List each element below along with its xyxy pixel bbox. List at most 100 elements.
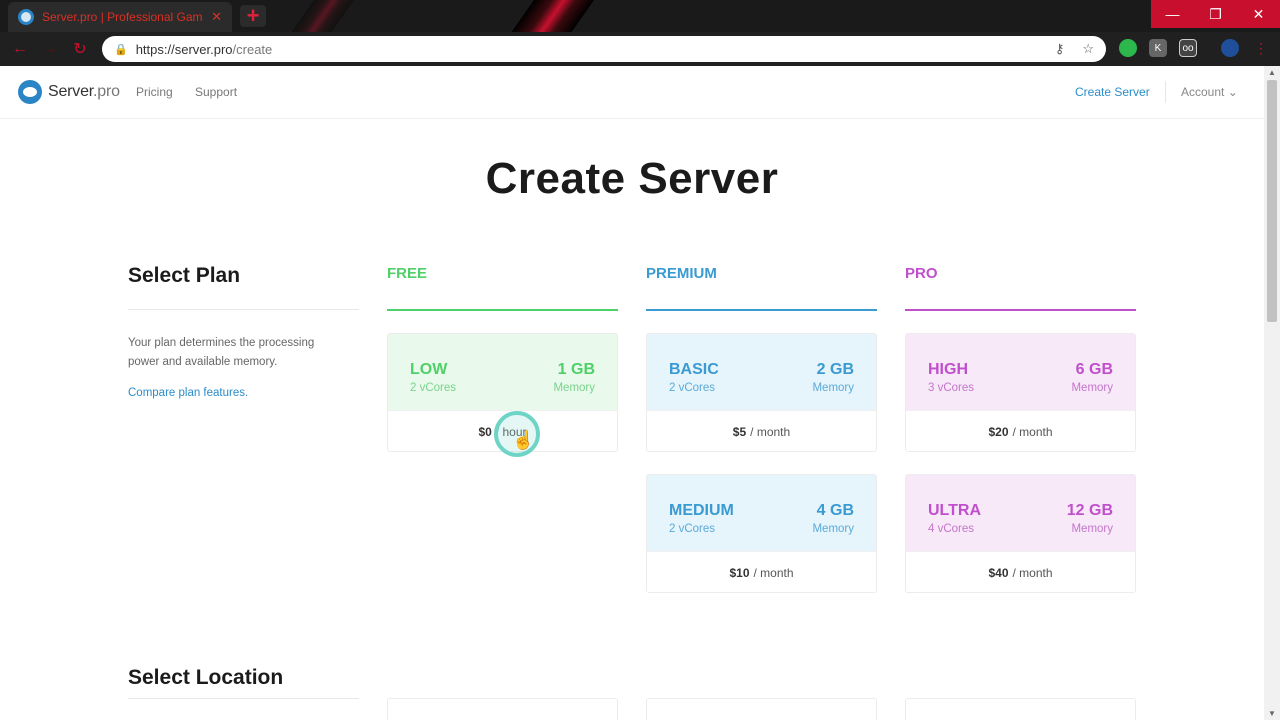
reload-icon[interactable]: ↻ — [73, 41, 87, 58]
page-viewport: Server.pro Pricing Support Create Server… — [0, 66, 1264, 720]
forward-arrow-icon[interactable]: → — [42, 40, 58, 57]
star-icon[interactable]: ☆ — [1082, 41, 1094, 56]
plan-cores: 4 vCores — [928, 523, 975, 535]
click-highlight — [494, 411, 540, 457]
browser-tab[interactable]: Server.pro | Professional Game S ✕ — [8, 2, 232, 32]
plan-price-period: / month — [1012, 424, 1053, 439]
plan-name: LOW — [410, 361, 448, 378]
serverpro-logo-icon — [18, 80, 42, 104]
logo-suffix: .pro — [93, 83, 120, 100]
plan-memory-label: Memory — [812, 382, 854, 394]
scroll-up-icon[interactable]: ▲ — [1268, 68, 1276, 77]
key-icon[interactable]: ⚷ — [1054, 41, 1065, 56]
tier-premium-rule — [646, 309, 877, 311]
plan-memory-label: Memory — [553, 382, 595, 394]
logo-text: Server.pro — [48, 83, 120, 101]
lock-icon: 🔒 — [114, 43, 128, 56]
new-tab-button[interactable]: + — [240, 3, 266, 28]
plan-card-header: LOW 2 vCores 1 GB Memory — [388, 334, 617, 410]
page-title: Create Server — [485, 154, 779, 203]
plan-price: $40/ month — [906, 551, 1135, 592]
plan-price-amount: $5 — [732, 424, 747, 439]
section-divider — [128, 309, 359, 310]
plan-card-header: HIGH 3 vCores 6 GB Memory — [906, 334, 1135, 410]
plan-memory-label: Memory — [1071, 523, 1113, 535]
location-card[interactable] — [387, 698, 618, 720]
tab-close-icon[interactable]: ✕ — [211, 9, 222, 24]
url-text[interactable]: https://server.pro/create — [136, 42, 273, 57]
plan-card-low[interactable]: LOW 2 vCores 1 GB Memory $0/ hour — [387, 333, 618, 452]
wallpaper-streak — [278, 0, 362, 32]
plan-price-period: / month — [1012, 565, 1053, 580]
plan-memory-label: Memory — [812, 523, 854, 535]
plan-price-amount: $20 — [988, 424, 1009, 439]
location-card[interactable] — [905, 698, 1136, 720]
plan-memory: 2 GB — [816, 361, 854, 378]
select-plan-title: Select Plan — [128, 264, 241, 287]
plan-cores: 2 vCores — [410, 382, 457, 394]
plan-name: ULTRA — [928, 502, 982, 519]
plan-card-ultra[interactable]: ULTRA 4 vCores 12 GB Memory $40/ month — [905, 474, 1136, 593]
compare-plans-link[interactable]: Compare plan features. — [128, 387, 249, 399]
plan-price: $5/ month — [647, 410, 876, 451]
scroll-down-icon[interactable]: ▼ — [1268, 709, 1276, 718]
plan-memory: 4 GB — [816, 502, 854, 519]
serverpro-favicon-icon — [18, 9, 34, 25]
plan-card-medium[interactable]: MEDIUM 2 vCores 4 GB Memory $10/ month — [646, 474, 877, 593]
tab-title: Server.pro | Professional Game S — [42, 10, 204, 24]
header-divider — [1165, 81, 1166, 103]
select-location-title: Select Location — [128, 666, 284, 689]
tier-pro-label: PRO — [905, 265, 938, 282]
plan-name: HIGH — [928, 361, 968, 378]
extension-goggles-icon[interactable]: oo — [1179, 39, 1197, 57]
plan-name: BASIC — [669, 361, 719, 378]
tier-free-rule — [387, 309, 618, 311]
plan-price-amount: $0 — [478, 424, 492, 439]
back-arrow-icon[interactable]: ← — [12, 40, 28, 57]
plan-memory: 1 GB — [557, 361, 595, 378]
plan-price-period: / month — [750, 424, 791, 439]
plan-price-period: / month — [753, 565, 794, 580]
plan-memory-label: Memory — [1071, 382, 1113, 394]
restore-button[interactable]: ❐ — [1194, 0, 1237, 28]
extension-green-icon[interactable] — [1119, 39, 1137, 57]
nav-pricing[interactable]: Pricing — [136, 85, 173, 99]
plan-memory: 6 GB — [1075, 361, 1113, 378]
menu-dots-icon[interactable]: ⋮ — [1254, 39, 1268, 56]
nav-create-server[interactable]: Create Server — [1075, 85, 1150, 99]
plan-card-basic[interactable]: BASIC 2 vCores 2 GB Memory $5/ month — [646, 333, 877, 452]
location-card[interactable] — [646, 698, 877, 720]
hand-cursor-icon: ☝ — [512, 430, 535, 450]
browser-titlebar: Server.pro | Professional Game S ✕ + — ❐… — [0, 0, 1280, 32]
plan-price: $10/ month — [647, 551, 876, 592]
nav-support[interactable]: Support — [195, 85, 238, 99]
plan-memory: 12 GB — [1066, 502, 1113, 519]
plan-name: MEDIUM — [669, 502, 734, 519]
section-divider — [128, 698, 359, 699]
window-controls: — ❐ ✕ — [1151, 0, 1280, 28]
plan-card-high[interactable]: HIGH 3 vCores 6 GB Memory $20/ month — [905, 333, 1136, 452]
page-scrollbar[interactable]: ▲ ▼ — [1264, 66, 1280, 720]
tier-free-label: FREE — [387, 265, 428, 282]
extension-k-icon[interactable]: K — [1149, 39, 1167, 57]
plan-card-header: MEDIUM 2 vCores 4 GB Memory — [647, 475, 876, 551]
plan-cores: 3 vCores — [928, 382, 975, 394]
plan-price: $20/ month — [906, 410, 1135, 451]
plan-cores: 2 vCores — [669, 523, 716, 535]
minimize-button[interactable]: — — [1151, 0, 1194, 28]
account-menu[interactable]: Account ⌄ — [1181, 85, 1238, 99]
logo-main: Server — [48, 83, 94, 100]
scrollbar-thumb[interactable] — [1267, 80, 1277, 322]
wallpaper-streak — [498, 0, 602, 32]
browser-toolbar: ← → ↻ 🔒 https://server.pro/create ⚷ ☆ — [0, 32, 1280, 66]
site-logo[interactable]: Server.pro — [18, 80, 120, 104]
profile-avatar-icon[interactable] — [1221, 39, 1239, 57]
tier-premium-label: PREMIUM — [646, 265, 717, 282]
site-header: Server.pro Pricing Support Create Server… — [0, 66, 1264, 119]
address-bar[interactable]: 🔒 https://server.pro/create ⚷ ☆ — [102, 36, 1106, 62]
plan-card-header: BASIC 2 vCores 2 GB Memory — [647, 334, 876, 410]
tier-pro-rule — [905, 309, 1136, 311]
plan-price-amount: $10 — [729, 565, 750, 580]
plan-description: Your plan determines the processing powe… — [128, 337, 315, 368]
close-window-button[interactable]: ✕ — [1237, 0, 1280, 28]
